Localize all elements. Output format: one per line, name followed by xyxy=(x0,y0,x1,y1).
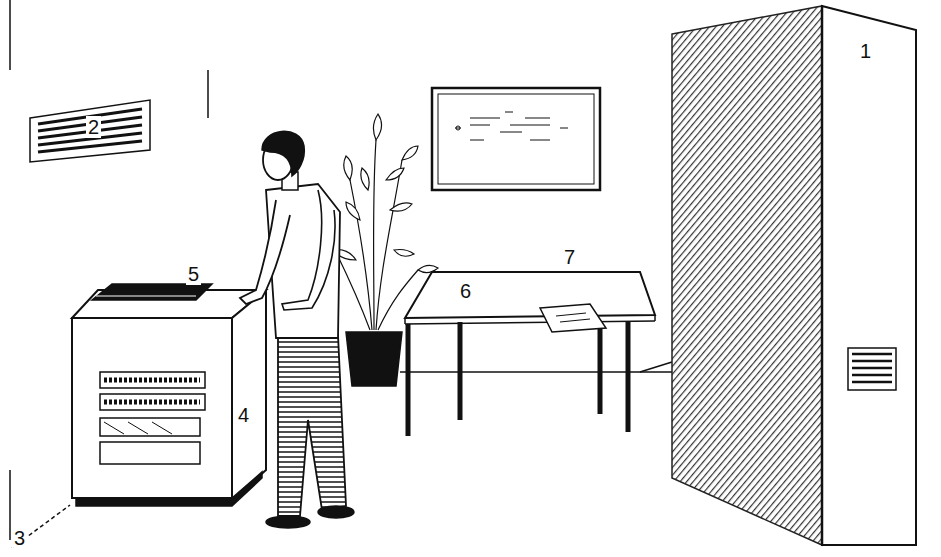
callout-number: 2 xyxy=(86,116,101,138)
callout-number: 5 xyxy=(186,263,201,285)
callout-number: 1 xyxy=(858,40,873,62)
callout-number: 7 xyxy=(562,246,577,268)
callout-number: 3 xyxy=(12,527,27,549)
callout-number: 4 xyxy=(236,404,251,426)
callout-number: 6 xyxy=(458,280,473,302)
